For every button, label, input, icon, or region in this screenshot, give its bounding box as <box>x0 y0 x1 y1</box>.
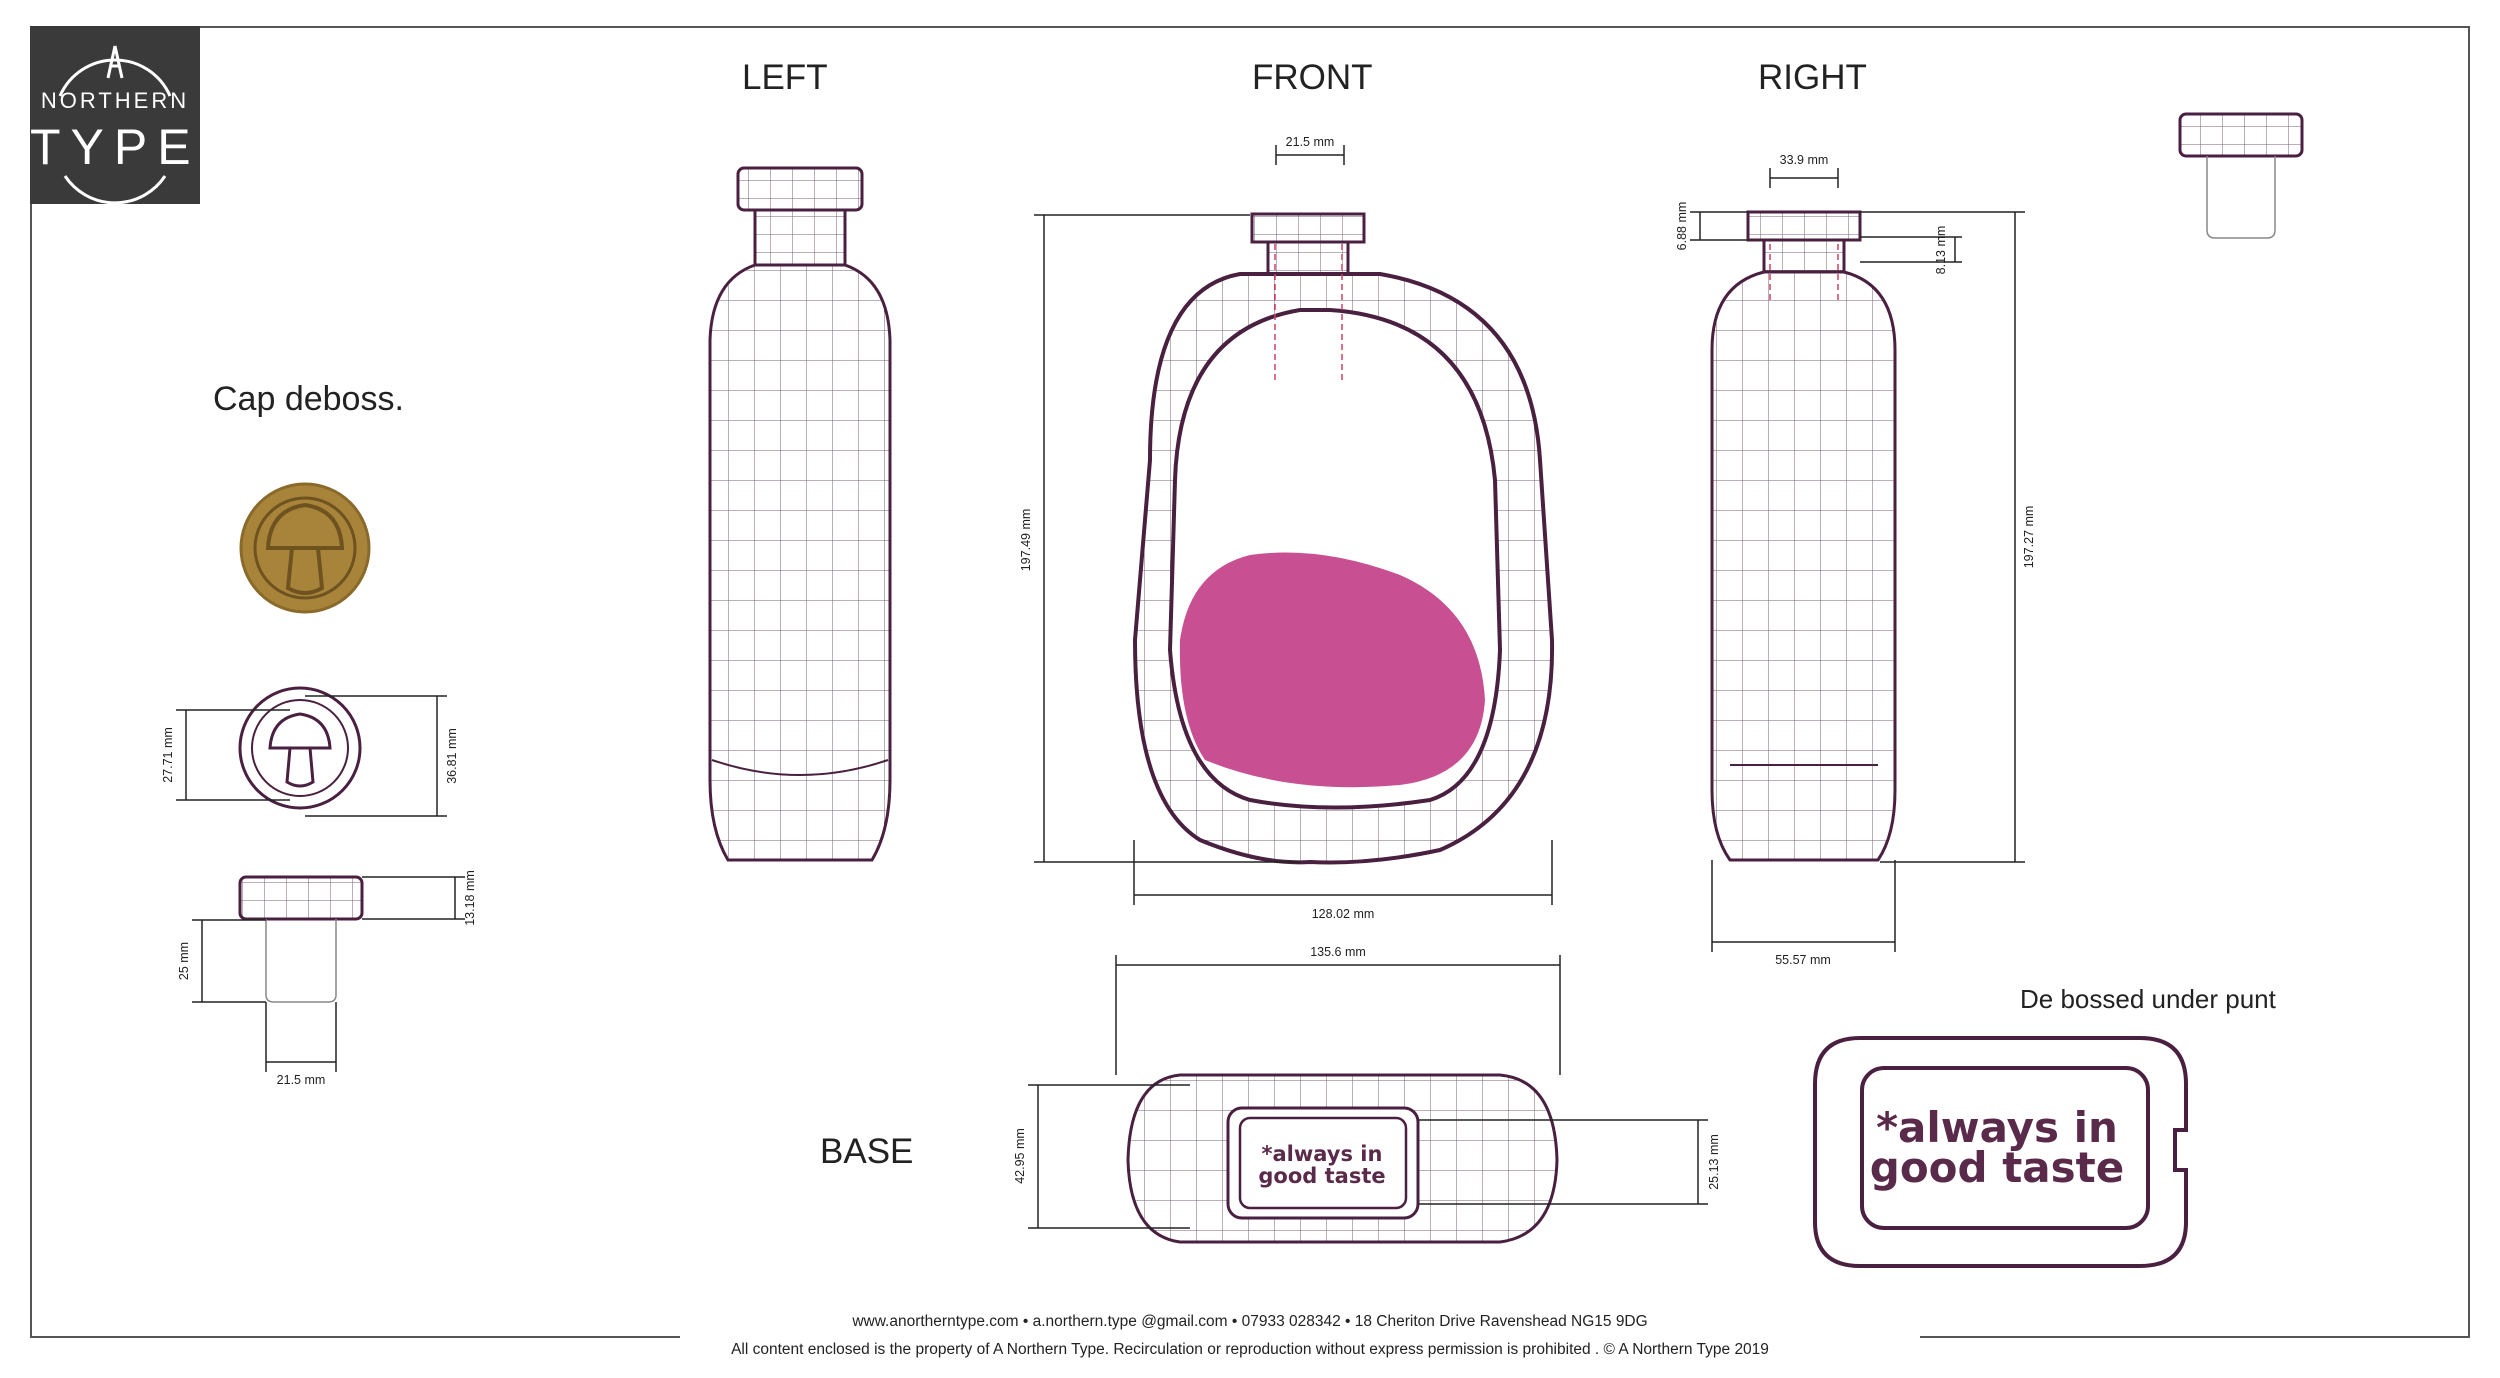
cap-stopper-top-right <box>2178 112 2304 239</box>
view-title-right: RIGHT <box>1758 58 1867 97</box>
dim-right-height: 197.27 mm <box>2022 506 2036 569</box>
cap-top-outline <box>238 686 362 810</box>
punt-deboss-large <box>1813 1036 2188 1268</box>
dim-right-neck: 33.9 mm <box>1780 153 1829 167</box>
logo-line1: NORTHERN <box>40 88 190 113</box>
dim-front-height: 197.49 mm <box>1019 509 1033 572</box>
dim-base-punt: 25.13 mm <box>1707 1134 1721 1190</box>
base-deboss-line1: *always in <box>1262 1142 1383 1166</box>
dim-right-neck-height: 8.13 mm <box>1934 226 1948 275</box>
view-title-left: LEFT <box>742 58 828 97</box>
dim-cap-inner: 27.71 mm <box>161 727 175 783</box>
logo-line2: TYPE <box>30 119 201 175</box>
view-title-front: FRONT <box>1252 58 1373 97</box>
brand-logo: NORTHERN TYPE <box>30 26 200 204</box>
cap-side-outline <box>238 875 364 1003</box>
dim-cap-outer: 36.81 mm <box>445 728 459 784</box>
dim-base-depth: 42.95 mm <box>1013 1128 1027 1184</box>
compass-icon <box>58 45 172 204</box>
dim-cap-height: 13.18 mm <box>463 870 477 926</box>
dim-base-length: 135.6 mm <box>1310 945 1366 959</box>
dim-right-cap-height: 6.88 mm <box>1675 202 1689 251</box>
debossed-punt-label: De bossed under punt <box>2020 984 2276 1014</box>
dim-front-width: 128.02 mm <box>1312 907 1375 921</box>
base-deboss-line2: good taste <box>1258 1164 1385 1188</box>
dim-stopper-width: 21.5 mm <box>277 1073 326 1087</box>
punt-deboss-line1: *always in <box>1876 1103 2118 1152</box>
right-view-bottle <box>1710 210 1897 862</box>
cap-deboss-label: Cap deboss. <box>213 380 404 418</box>
gold-cap-deboss <box>239 482 371 614</box>
left-view-bottle <box>708 166 892 862</box>
dimension-lines <box>176 145 2025 1229</box>
view-title-base: BASE <box>820 1132 914 1171</box>
front-view-bottle <box>1132 212 1555 865</box>
footer-gap <box>680 1330 1920 1346</box>
dim-stopper-length: 25 mm <box>177 942 191 980</box>
dim-front-neck: 21.5 mm <box>1286 135 1335 149</box>
base-view <box>1126 1073 1559 1244</box>
dim-right-width: 55.57 mm <box>1775 953 1831 967</box>
footer-copyright: All content enclosed is the property of … <box>731 1341 1769 1358</box>
punt-deboss-line2: good taste <box>1870 1143 2124 1192</box>
footer-contact: www.anortherntype.com • a.northern.type … <box>852 1313 1648 1330</box>
